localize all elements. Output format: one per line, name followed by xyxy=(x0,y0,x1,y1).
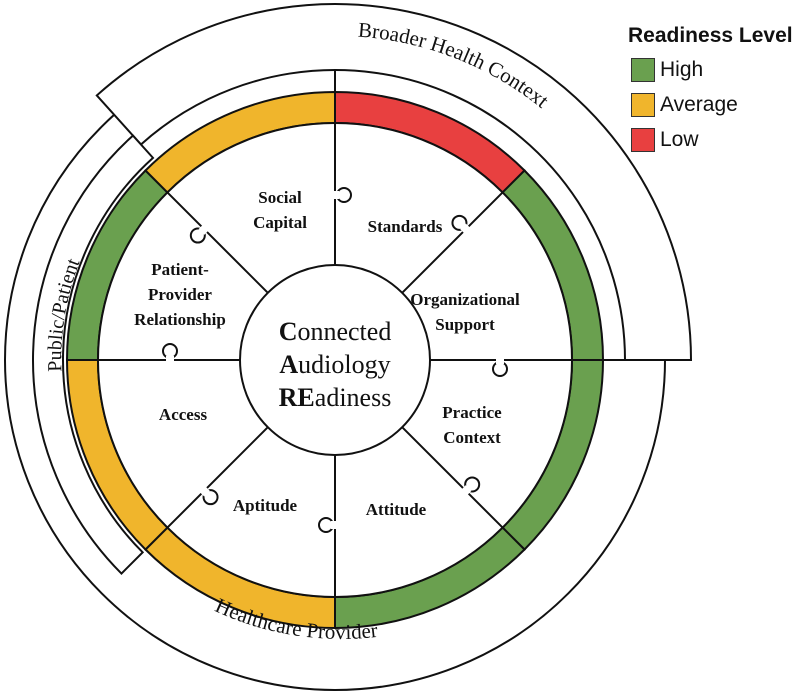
divider-line xyxy=(166,191,269,294)
puzzle-knob xyxy=(464,476,481,493)
segment-label-line: Aptitude xyxy=(233,496,298,515)
legend-swatch-low xyxy=(631,127,655,152)
center-title-line-2: Audiology xyxy=(279,350,390,379)
puzzle-knob xyxy=(318,517,334,533)
legend-item-high: High xyxy=(628,52,793,87)
puzzle-neck xyxy=(166,356,174,364)
divider-line xyxy=(401,191,504,294)
puzzle-neck xyxy=(331,521,339,529)
legend-swatch-average xyxy=(631,92,655,117)
segment-label-line: Practice xyxy=(442,403,502,422)
segment-label-line: Capital xyxy=(253,213,307,232)
segment-label-access: Access xyxy=(159,405,208,424)
segment-label-line: Access xyxy=(159,405,208,424)
legend-label-high: High xyxy=(660,57,704,81)
center-title-line-1: Connected xyxy=(279,317,392,346)
legend-label-low: Low xyxy=(660,127,699,151)
segment-label-line: Support xyxy=(435,315,495,334)
puzzle-neck xyxy=(331,191,339,199)
legend-swatch-high xyxy=(631,57,655,82)
segment-label-line: Relationship xyxy=(134,310,226,329)
puzzle-neck xyxy=(198,485,210,497)
segment-label-line: Attitude xyxy=(366,500,427,519)
segment-label-line: Standards xyxy=(368,217,443,236)
healthcare-provider-ring xyxy=(4,29,666,691)
divider-line xyxy=(166,426,269,529)
segment-label-standards: Standards xyxy=(368,217,443,236)
public-patient-band xyxy=(32,134,155,575)
broader-health-context-band xyxy=(95,3,693,361)
segment-label-line: Patient- xyxy=(151,260,209,279)
segment-label-line: Organizational xyxy=(410,290,520,309)
legend: Readiness Level High Average Low xyxy=(628,24,793,157)
puzzle-neck xyxy=(460,485,472,497)
puzzle-knob xyxy=(492,361,508,377)
puzzle-knob xyxy=(162,343,178,359)
center-hub: Connected Audiology REadiness xyxy=(239,264,431,456)
segment-label-line: Social xyxy=(258,188,302,207)
segment-label-line: Context xyxy=(443,428,501,447)
center-title-line-3: REadiness xyxy=(279,383,392,412)
puzzle-neck xyxy=(460,223,472,235)
segment-label-line: Provider xyxy=(148,285,212,304)
segment-label-attitude: Attitude xyxy=(366,500,427,519)
puzzle-neck xyxy=(496,356,504,364)
puzzle-dividers xyxy=(98,123,572,597)
puzzle-knob xyxy=(202,489,219,506)
puzzle-knob xyxy=(336,187,352,203)
legend-label-average: Average xyxy=(660,92,738,116)
legend-title: Readiness Level xyxy=(628,24,793,47)
legend-item-low: Low xyxy=(628,122,793,157)
outer-context-rings xyxy=(4,3,693,691)
legend-item-average: Average xyxy=(628,87,793,122)
puzzle-neck xyxy=(198,223,210,235)
center-circle xyxy=(239,264,431,456)
segment-label-aptitude: Aptitude xyxy=(233,496,298,515)
divider-line xyxy=(401,426,504,529)
puzzle-knob xyxy=(451,214,468,231)
puzzle-knob xyxy=(189,227,206,244)
